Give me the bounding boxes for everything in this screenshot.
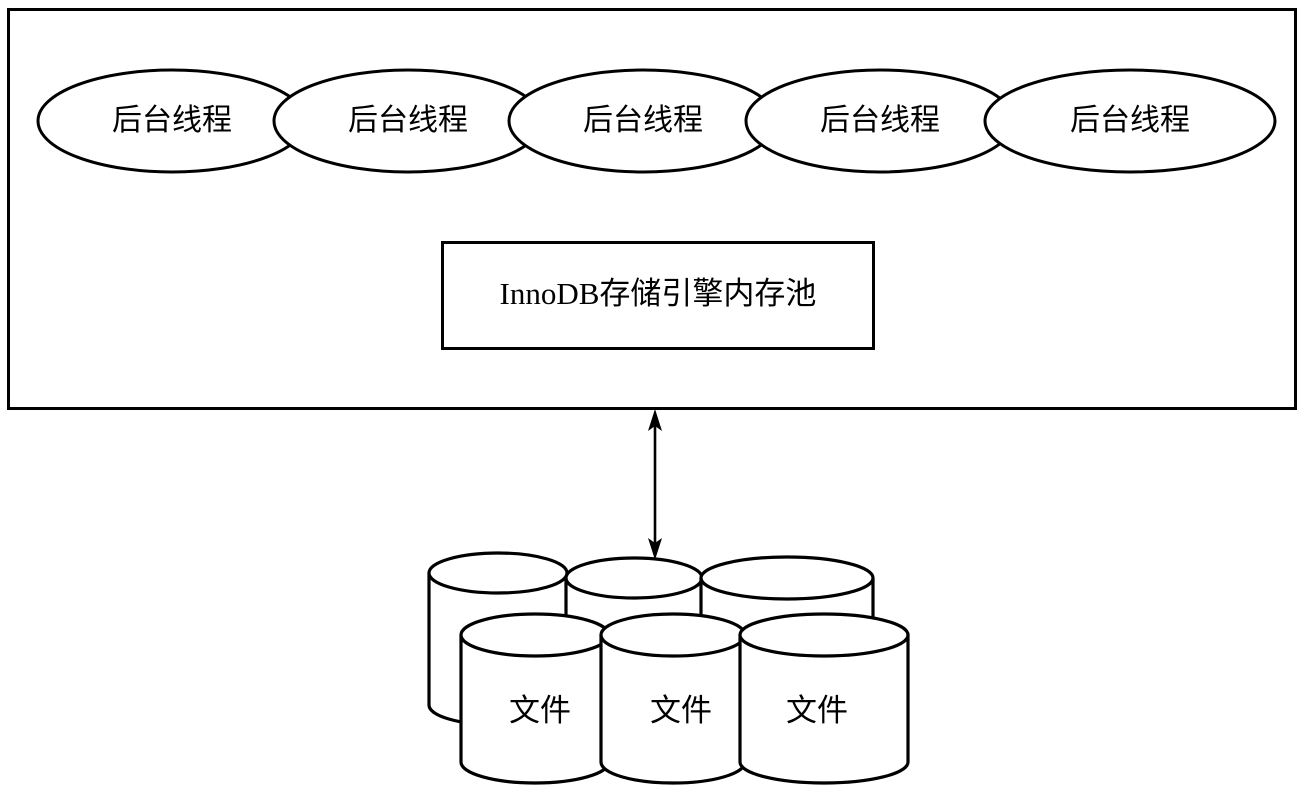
thread-label-5: 后台线程 [1070,104,1190,137]
file-cylinder-front-3[interactable]: 文件 [738,612,910,785]
thread-label-4: 后台线程 [820,104,940,137]
file-cylinder-front-2[interactable]: 文件 [599,612,747,785]
background-thread-group: 后台线程 后台线程 后台线程 后台线程 后台线程 [36,68,1277,174]
thread-label-2: 后台线程 [348,104,468,137]
file-label-1: 文件 [509,693,571,728]
memory-pool-box[interactable] [441,241,875,350]
memory-pool-group: InnoDB存储引擎内存池 [441,241,875,350]
thread-label-1: 后台线程 [112,104,232,137]
thread-ellipse-5[interactable] [983,68,1277,174]
file-cylinder-front-row: 文件 文件 文件 [459,612,910,785]
connector-arrowhead-up [648,409,662,431]
connector-arrowhead-down [648,538,662,560]
memory-pool-label: InnoDB存储引擎内存池 [500,276,817,311]
memory-file-connector [648,409,662,560]
file-cylinder-front-1[interactable]: 文件 [459,612,611,785]
file-label-3: 文件 [786,693,848,728]
file-label-2: 文件 [650,693,712,728]
thread-label-3: 后台线程 [583,104,703,137]
